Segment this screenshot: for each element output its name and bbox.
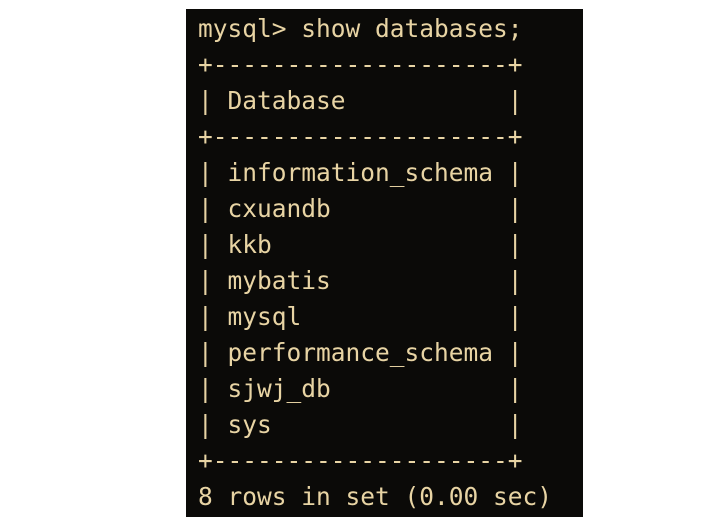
terminal-window: mysql> show databases; +----------------…: [186, 9, 583, 517]
table-row: | mysql |: [198, 302, 523, 331]
table-border-top: +--------------------+: [198, 50, 523, 79]
table-header-row: | Database |: [198, 86, 523, 115]
table-row: | performance_schema |: [198, 338, 523, 367]
mysql-command-line: mysql> show databases;: [198, 14, 523, 43]
databases-table: +--------------------+ | Database | +-----…: [198, 47, 583, 479]
result-summary: 8 rows in set (0.00 sec): [198, 482, 553, 511]
table-row: | sys |: [198, 410, 523, 439]
table-row: | information_schema |: [198, 158, 523, 187]
table-row: | cxuandb |: [198, 194, 523, 223]
table-border-header: +--------------------+: [198, 122, 523, 151]
table-row: | mybatis |: [198, 266, 523, 295]
table-row: | kkb |: [198, 230, 523, 259]
table-row: | sjwj_db |: [198, 374, 523, 403]
table-border-bottom: +--------------------+: [198, 446, 523, 475]
